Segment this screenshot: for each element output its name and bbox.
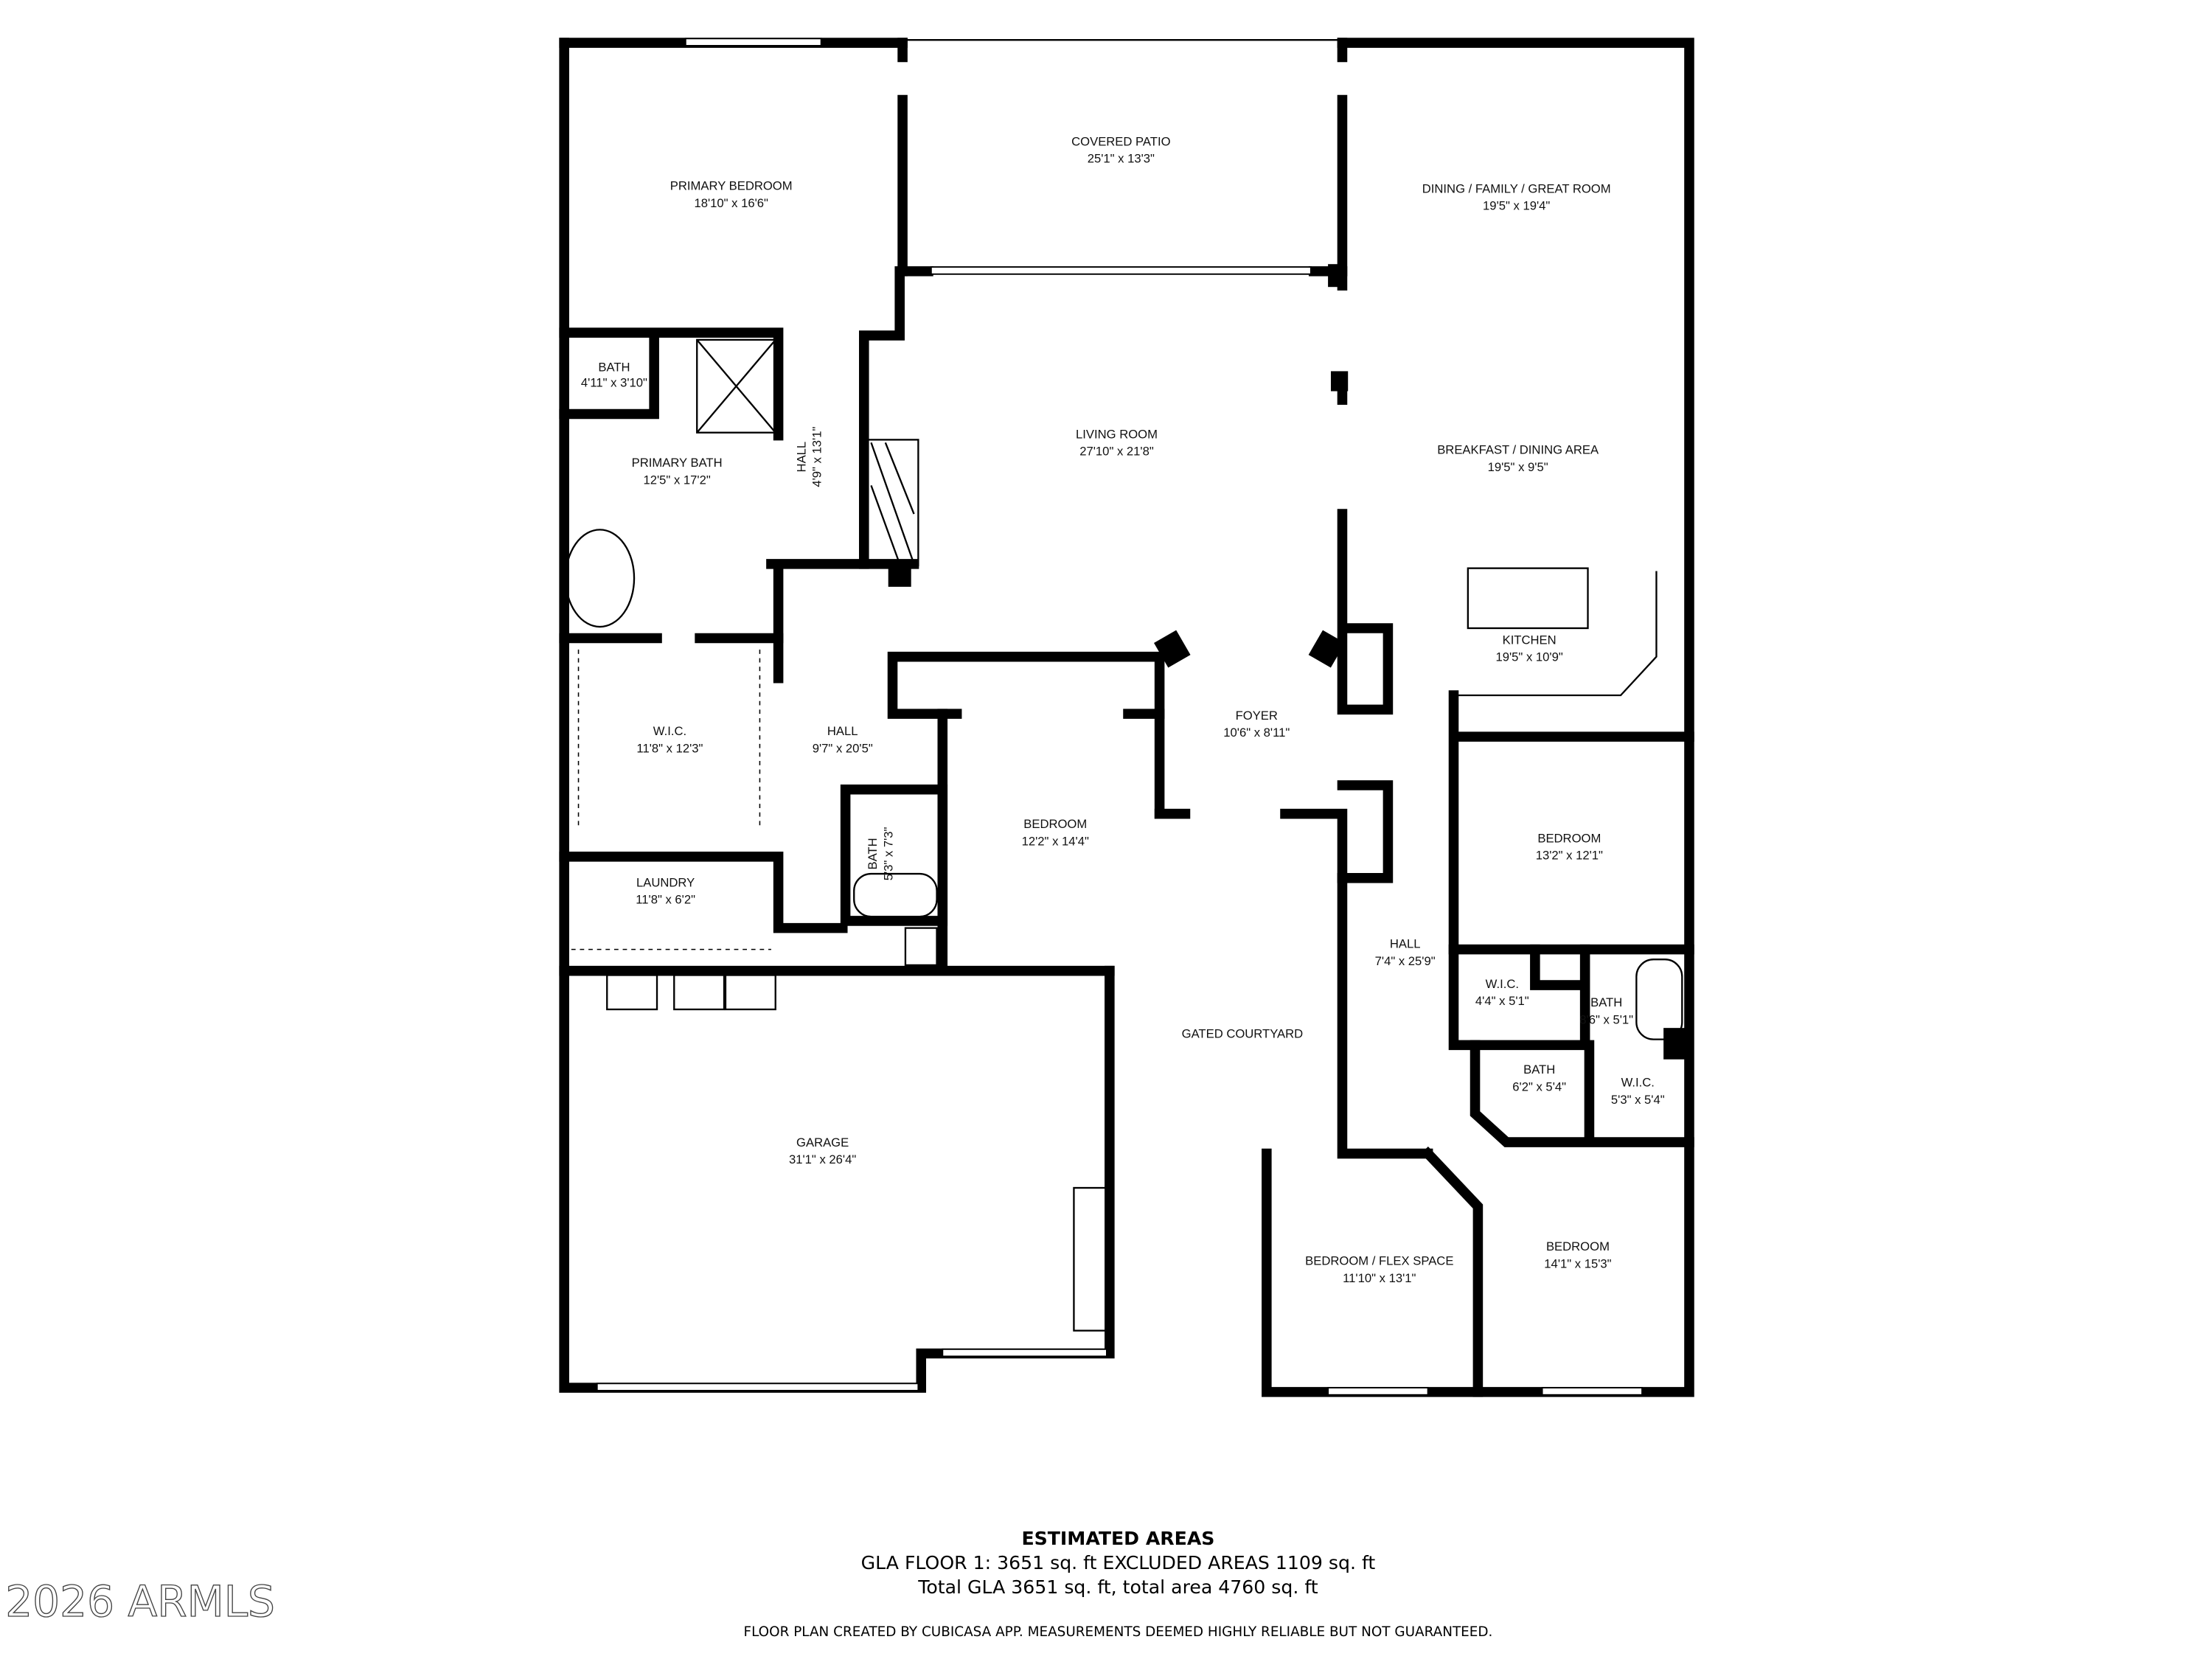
- svg-text:PRIMARY BATH: PRIMARY BATH: [632, 456, 723, 470]
- svg-text:19'5" x 19'4": 19'5" x 19'4": [1483, 199, 1550, 213]
- svg-text:BEDROOM: BEDROOM: [1537, 831, 1601, 845]
- svg-text:GARAGE: GARAGE: [796, 1135, 849, 1150]
- room-bath-jack: BATH 6'2" x 5'4": [1512, 1062, 1566, 1093]
- svg-text:BREAKFAST / DINING AREA: BREAKFAST / DINING AREA: [1437, 443, 1599, 457]
- room-hall-center: HALL 9'7" x 20'5": [813, 724, 873, 755]
- svg-text:BATH: BATH: [866, 838, 880, 869]
- svg-text:COVERED PATIO: COVERED PATIO: [1071, 135, 1170, 149]
- svg-text:27'10" x 21'8": 27'10" x 21'8": [1079, 445, 1154, 459]
- svg-text:BEDROOM: BEDROOM: [1023, 817, 1087, 831]
- svg-text:14'1" x 15'3": 14'1" x 15'3": [1544, 1256, 1611, 1270]
- room-bedroom-southeast: BEDROOM 14'1" x 15'3": [1544, 1239, 1611, 1270]
- svg-text:12'2" x 14'4": 12'2" x 14'4": [1022, 834, 1089, 848]
- svg-text:13'2" x 12'1": 13'2" x 12'1": [1536, 849, 1603, 863]
- room-living-room: LIVING ROOM 27'10" x 21'8": [1076, 427, 1158, 458]
- svg-text:9'7" x 20'5": 9'7" x 20'5": [813, 741, 873, 755]
- svg-text:31'1" x 26'4": 31'1" x 26'4": [789, 1152, 856, 1166]
- room-laundry: LAUNDRY 11'8" x 6'2": [636, 875, 695, 906]
- svg-text:W.I.C.: W.I.C.: [1621, 1076, 1655, 1090]
- walls: [559, 38, 1694, 1397]
- svg-text:25'1" x 13'3": 25'1" x 13'3": [1088, 152, 1155, 166]
- svg-text:6'2" x 5'4": 6'2" x 5'4": [1512, 1079, 1566, 1093]
- svg-text:7'4" x 25'9": 7'4" x 25'9": [1375, 954, 1436, 968]
- disclaimer: FLOOR PLAN CREATED BY CUBICASA APP. MEAS…: [744, 1624, 1493, 1640]
- room-bedroom-center: BEDROOM 12'2" x 14'4": [1022, 817, 1089, 848]
- svg-text:BEDROOM: BEDROOM: [1546, 1239, 1610, 1253]
- room-kitchen: KITCHEN 19'5" x 10'9": [1495, 633, 1562, 664]
- room-flex-space: BEDROOM / FLEX SPACE 11'10" x 13'1": [1305, 1254, 1453, 1285]
- total-area-line: Total GLA 3651 sq. ft, total area 4760 s…: [917, 1576, 1318, 1598]
- svg-text:GATED COURTYARD: GATED COURTYARD: [1182, 1027, 1304, 1041]
- room-gated-courtyard: GATED COURTYARD: [1182, 1027, 1304, 1041]
- gla-floor-line: GLA FLOOR 1: 3651 sq. ft EXCLUDED AREAS …: [861, 1552, 1376, 1573]
- svg-text:HALL: HALL: [1390, 937, 1421, 951]
- room-primary-wic: W.I.C. 11'8" x 12'3": [636, 724, 703, 755]
- svg-text:4'4" x 5'1": 4'4" x 5'1": [1475, 994, 1529, 1008]
- svg-text:FOYER: FOYER: [1236, 709, 1278, 723]
- room-primary-toilet: BATH 4'11" x 3'10": [581, 360, 647, 389]
- svg-text:BATH: BATH: [598, 360, 630, 374]
- estimated-areas-heading: ESTIMATED AREAS: [1021, 1528, 1214, 1549]
- room-labels: PRIMARY BEDROOM 18'10" x 16'6" COVERED PA…: [581, 135, 1665, 1285]
- room-primary-bath: PRIMARY BATH 12'5" x 17'2": [632, 456, 723, 487]
- svg-text:19'5" x 10'9": 19'5" x 10'9": [1495, 650, 1562, 664]
- room-foyer: FOYER 10'6" x 8'11": [1223, 709, 1290, 740]
- watermark: 2026 ARMLS: [5, 1576, 275, 1627]
- room-breakfast-dining: BREAKFAST / DINING AREA 19'5" x 9'5": [1437, 443, 1599, 474]
- svg-text:PRIMARY BEDROOM: PRIMARY BEDROOM: [670, 179, 793, 193]
- svg-text:BATH: BATH: [1590, 995, 1622, 1009]
- svg-text:W.I.C.: W.I.C.: [1486, 977, 1519, 991]
- svg-text:19'5" x 9'5": 19'5" x 9'5": [1488, 460, 1548, 474]
- svg-text:HALL: HALL: [794, 442, 808, 473]
- svg-text:18'10" x 16'6": 18'10" x 16'6": [694, 196, 768, 210]
- svg-text:11'8" x 12'3": 11'8" x 12'3": [636, 741, 703, 755]
- svg-text:11'8" x 6'2": 11'8" x 6'2": [636, 893, 695, 907]
- room-bath-east: BATH 8'6" x 5'1": [1579, 995, 1633, 1026]
- room-bedroom-east: BEDROOM 13'2" x 12'1": [1536, 831, 1603, 862]
- svg-text:4'11" x 3'10": 4'11" x 3'10": [581, 376, 647, 390]
- svg-text:5'3" x 7'3": 5'3" x 7'3": [882, 827, 896, 880]
- room-wic-small: W.I.C. 4'4" x 5'1": [1475, 977, 1529, 1008]
- room-hall-east: HALL 7'4" x 25'9": [1375, 937, 1436, 968]
- fixtures: [564, 38, 1683, 1396]
- room-great-room: DINING / FAMILY / GREAT ROOM 19'5" x 19'4…: [1422, 181, 1611, 212]
- svg-text:W.I.C.: W.I.C.: [653, 724, 686, 738]
- svg-text:12'5" x 17'2": 12'5" x 17'2": [644, 473, 711, 487]
- svg-text:KITCHEN: KITCHEN: [1503, 633, 1557, 647]
- svg-text:BEDROOM / FLEX SPACE: BEDROOM / FLEX SPACE: [1305, 1254, 1453, 1268]
- room-garage: GARAGE 31'1" x 26'4": [789, 1135, 856, 1166]
- room-wic-east: W.I.C. 5'3" x 5'4": [1611, 1076, 1665, 1107]
- room-primary-bedroom: PRIMARY BEDROOM 18'10" x 16'6": [670, 179, 793, 210]
- svg-text:5'3" x 5'4": 5'3" x 5'4": [1611, 1093, 1665, 1107]
- svg-text:4'9" x 13'1": 4'9" x 13'1": [810, 427, 824, 487]
- svg-text:10'6" x 8'11": 10'6" x 8'11": [1223, 726, 1290, 740]
- room-covered-patio: COVERED PATIO 25'1" x 13'3": [1071, 135, 1170, 166]
- svg-text:BATH: BATH: [1523, 1062, 1555, 1077]
- svg-text:DINING / FAMILY / GREAT ROOM: DINING / FAMILY / GREAT ROOM: [1422, 181, 1611, 195]
- svg-text:11'10" x 13'1": 11'10" x 13'1": [1343, 1271, 1416, 1285]
- svg-text:LAUNDRY: LAUNDRY: [636, 875, 695, 889]
- footer: ESTIMATED AREAS GLA FLOOR 1: 3651 sq. ft…: [744, 1528, 1493, 1640]
- svg-text:HALL: HALL: [827, 724, 858, 738]
- svg-text:8'6" x 5'1": 8'6" x 5'1": [1579, 1012, 1633, 1026]
- svg-text:LIVING ROOM: LIVING ROOM: [1076, 427, 1158, 441]
